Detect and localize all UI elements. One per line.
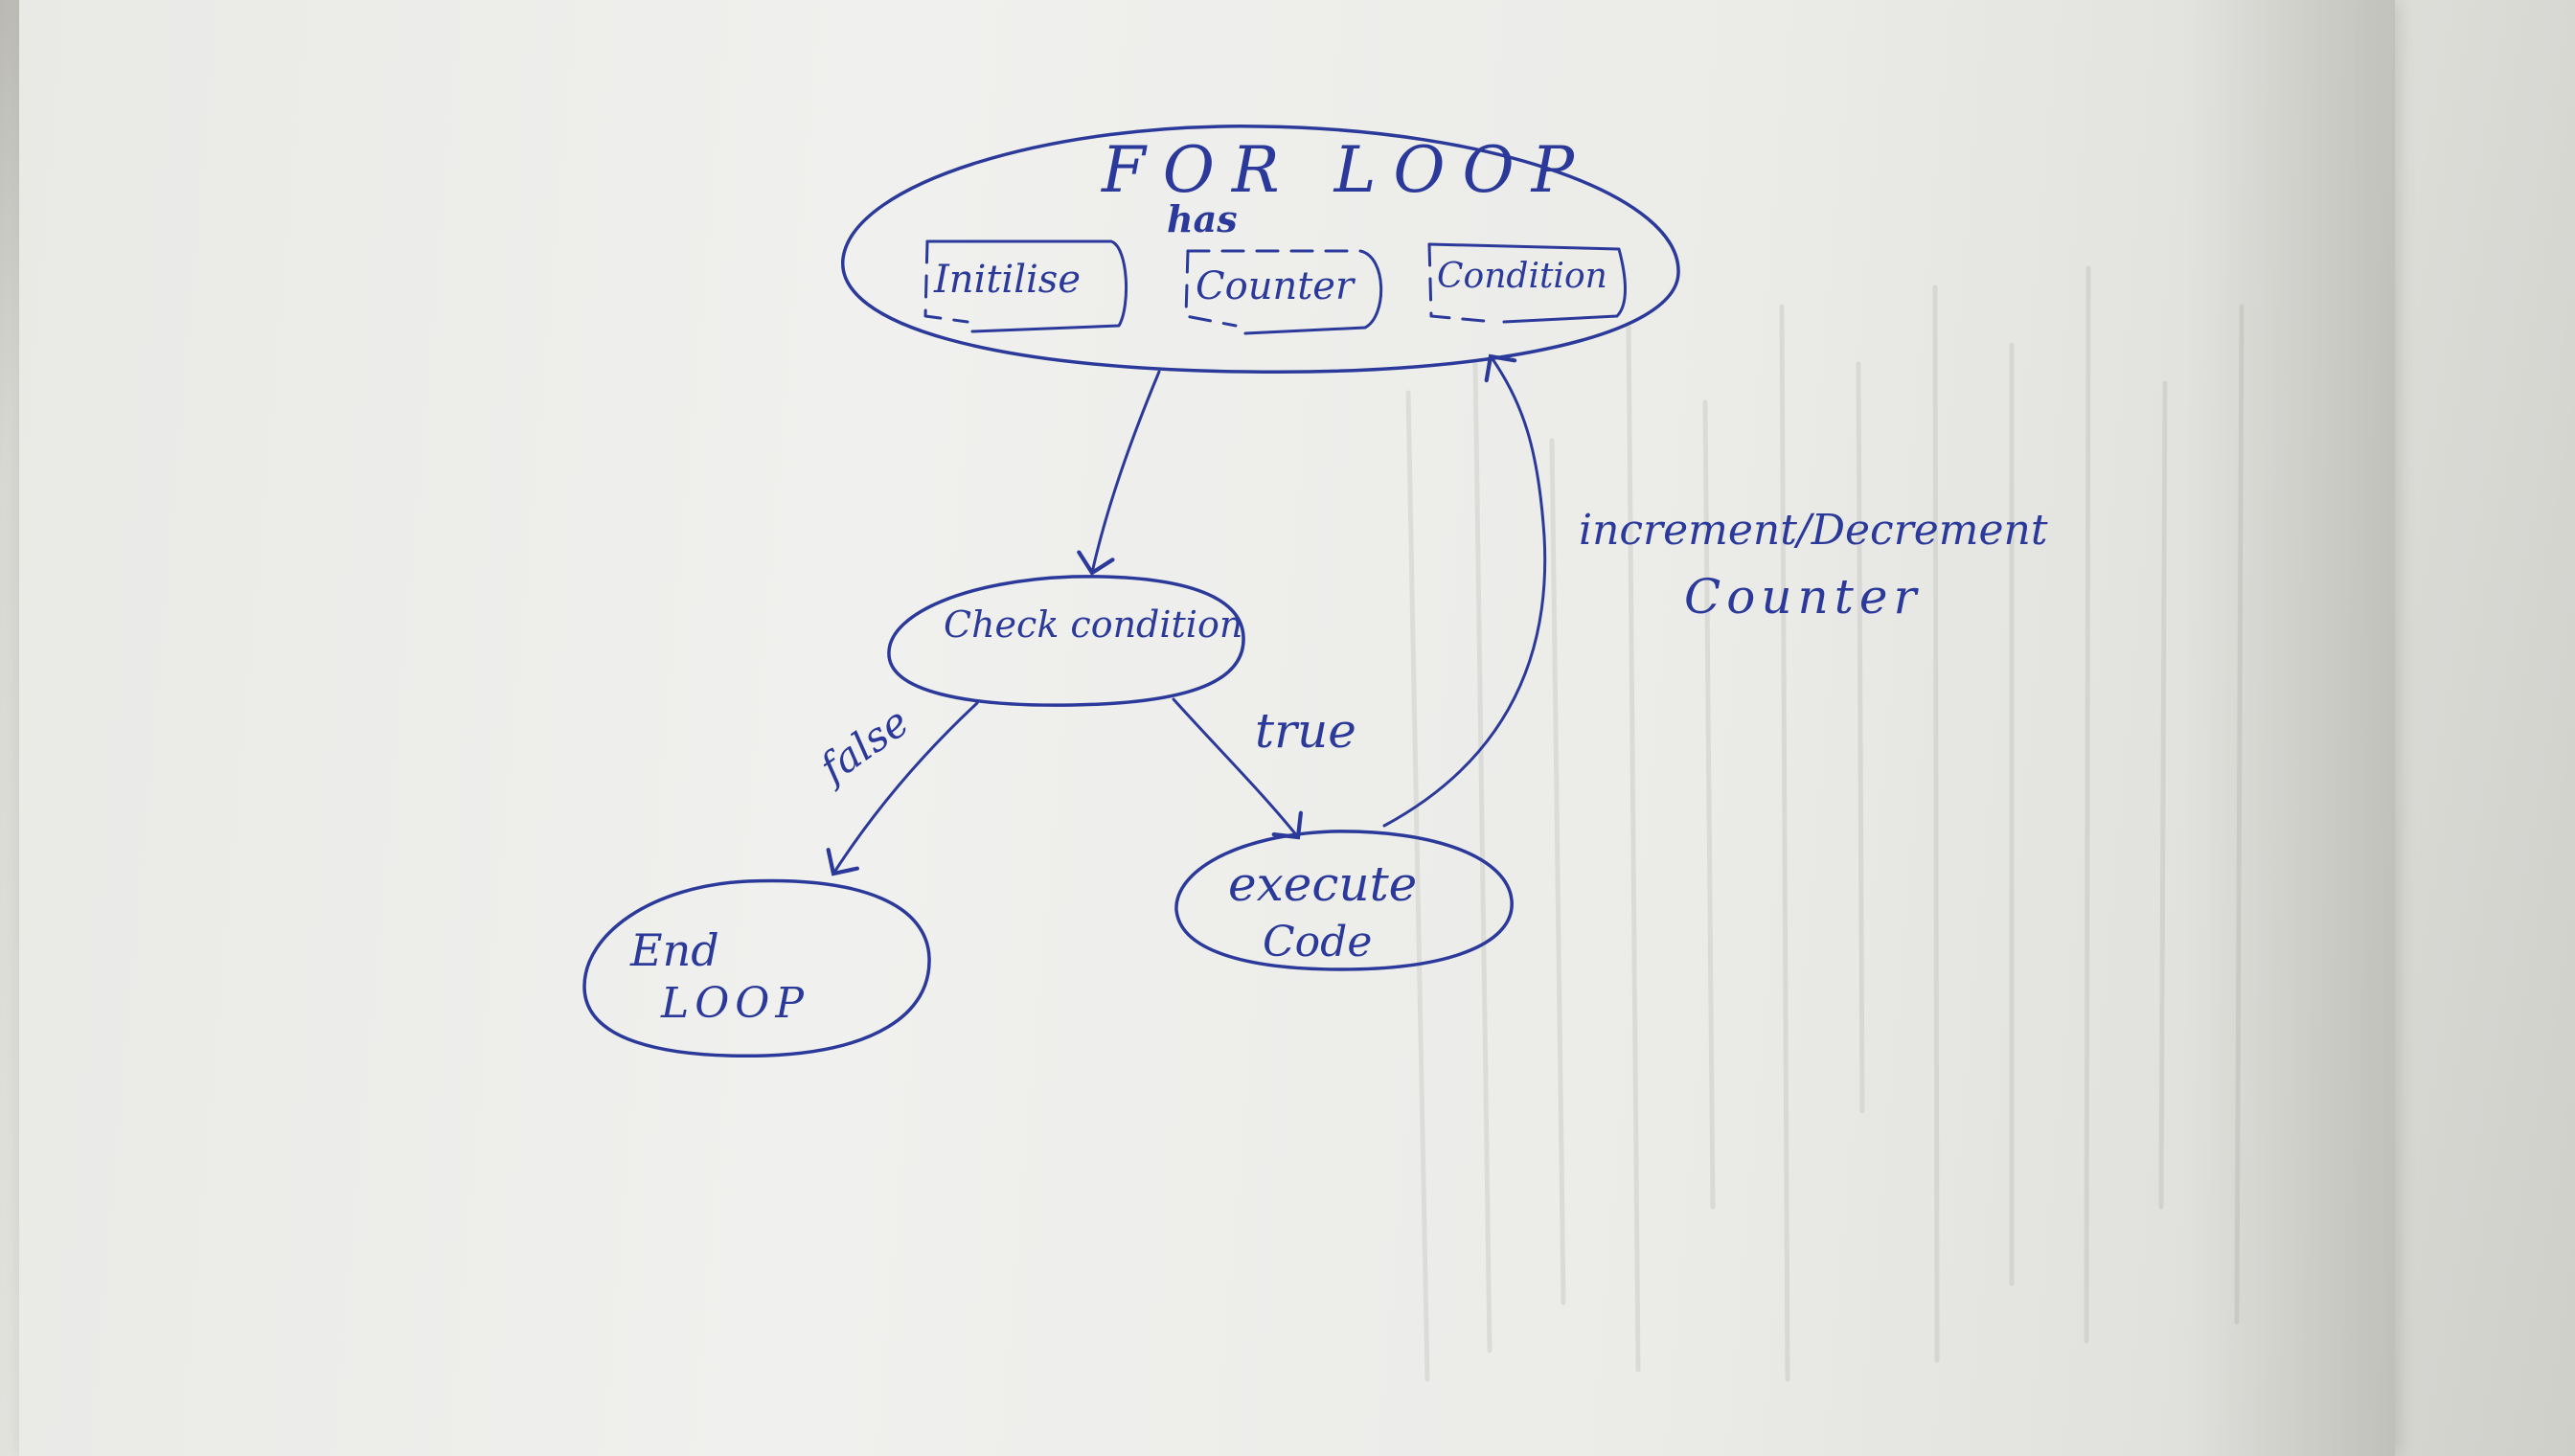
bleed-through-text xyxy=(1405,265,2245,1382)
check-condition-label: Check condition xyxy=(944,603,1242,646)
end-label-line2: LOOP xyxy=(660,979,809,1028)
arrow-check-to-execute xyxy=(1172,697,1303,840)
for-loop-node: FOR LOOP has Initilise Counter Condition xyxy=(841,125,1680,375)
execute-label-line1: execute xyxy=(1228,856,1417,912)
part-label-condition: Condition xyxy=(1437,257,1607,296)
arrow-check-to-end xyxy=(826,701,979,876)
part-box-counter: Counter xyxy=(1184,249,1383,335)
edge-label-false: false xyxy=(809,698,918,793)
loop-label-line1: increment/Decrement xyxy=(1579,506,2048,555)
arrow-execute-to-for xyxy=(1382,353,1547,828)
check-condition-node: Check condition xyxy=(887,575,1245,707)
execute-code-node: execute Code xyxy=(1174,830,1514,971)
end-label-line1: End xyxy=(629,924,719,976)
part-box-initilise: Initilise xyxy=(923,239,1128,333)
has-label: has xyxy=(1167,197,1238,240)
part-label-initilise: Initilise xyxy=(933,258,1081,302)
arrow-for-to-check xyxy=(1077,370,1161,576)
paper-sheet xyxy=(19,0,2395,1456)
for-loop-title: FOR LOOP xyxy=(1101,133,1591,207)
edge-label-true: true xyxy=(1255,703,1356,759)
loop-label-line2: Counter xyxy=(1684,569,1922,625)
end-loop-node: End LOOP xyxy=(582,878,931,1058)
part-label-counter: Counter xyxy=(1196,264,1356,308)
execute-label-line2: Code xyxy=(1263,918,1372,967)
paper-shadow-edge xyxy=(2184,0,2395,1456)
part-box-condition: Condition xyxy=(1427,242,1627,324)
